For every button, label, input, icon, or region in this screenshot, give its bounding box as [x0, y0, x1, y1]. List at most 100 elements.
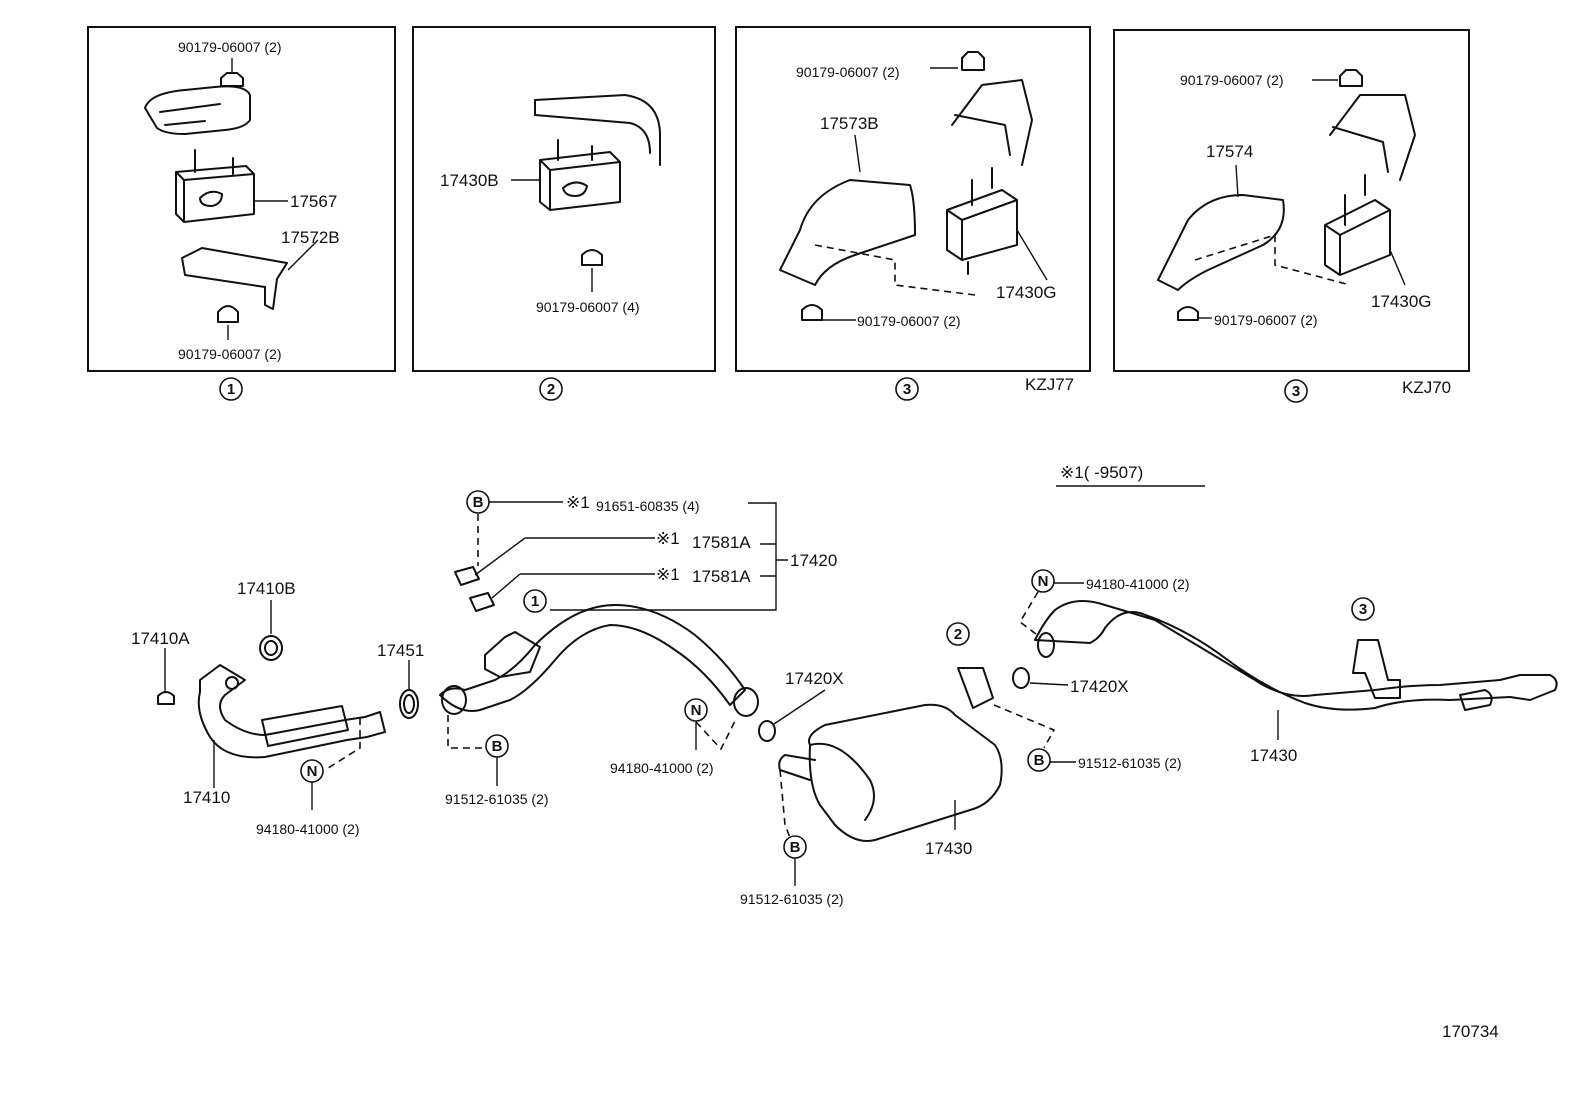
engine-mount-3b: [1324, 199, 1391, 276]
inset-2: 17430B 90179-06007 (4) 2: [412, 26, 716, 401]
label-nut-mid: 94180-41000 (2): [610, 760, 714, 776]
tail-pipe-17430: [1034, 600, 1558, 711]
frame-bracket-3a: [951, 79, 1033, 166]
inset-3a-label-4: 90179-06007 (2): [857, 313, 961, 329]
lower-bracket: [181, 247, 288, 310]
inset-1-frame: [87, 26, 396, 372]
label-gasket1: 17420X: [785, 669, 844, 688]
nut-marker-mid: [684, 698, 708, 722]
label-bolt-top: 91651-60835 (4): [596, 498, 700, 514]
inset-1-index-circle: [219, 377, 243, 401]
engine-mount-3a: [946, 189, 1018, 261]
label-gasket2: 17420X: [1070, 677, 1129, 696]
label-star-sensor2: ※1: [656, 565, 680, 584]
inset-1-label-1: 90179-06007 (2): [178, 39, 282, 55]
oxygen-sensor-2: [469, 592, 495, 612]
nut-marker-right-text: N: [1038, 573, 1049, 590]
bolt-marker-top-text: B: [473, 494, 484, 511]
nut-marker-mid-text: N: [691, 702, 702, 719]
label-17451: 17451: [377, 641, 424, 660]
hanger-bracket-17420: [484, 631, 541, 678]
circle-marker-3-text: 3: [1359, 601, 1367, 618]
circle-marker-2-text: 2: [954, 626, 962, 643]
bolt-icon: [1177, 306, 1199, 321]
inset-1-label-4: 90179-06007 (2): [178, 346, 282, 362]
inset-2-label-2: 90179-06007 (4): [536, 299, 640, 315]
inset-2-label-1: 17430B: [440, 171, 499, 190]
gasket-17420x-1: [758, 720, 776, 742]
nut-marker-right: [1031, 569, 1055, 593]
inset-3b-index: 3: [1292, 383, 1300, 400]
ring-17410b: [259, 635, 283, 661]
inset-3b-index-circle: [1284, 379, 1308, 403]
circle-marker-1-text: 1: [531, 593, 539, 610]
inset-2-index: 2: [547, 381, 555, 398]
label-17410a: 17410A: [131, 629, 190, 648]
inset-2-index-circle: [539, 377, 563, 401]
bolt-icon: [217, 305, 239, 323]
inset-3a-frame: [735, 26, 1091, 372]
label-bolt-bottom: 91512-61035 (2): [740, 891, 844, 907]
label-muffler: 17430: [925, 839, 972, 858]
figure-id: 170734: [1442, 1022, 1499, 1041]
bolt-marker-right-text: B: [1034, 752, 1045, 769]
inset-1: 90179-06007 (2) 17567 17572B 90179-06007…: [87, 26, 396, 401]
inset-1-index: 1: [227, 381, 235, 398]
nut-icon: [220, 72, 244, 87]
inset-3-kzj77: 90179-06007 (2) 17573B 17430G 90179-0600…: [735, 26, 1091, 401]
oxygen-sensor-1: [454, 566, 480, 586]
nut-icon: [961, 51, 985, 71]
muffler-hanger: [957, 667, 994, 709]
engine-mount: [175, 165, 255, 223]
gasket-17410a: [157, 691, 175, 705]
center-pipe-17420: [439, 604, 746, 712]
frame-bracket: [144, 85, 251, 135]
inset-3a-label-2: 17573B: [820, 114, 879, 133]
tail-pipe-hanger: [1352, 639, 1401, 699]
label-17410: 17410: [183, 788, 230, 807]
inset-3a-label-1: 90179-06007 (2): [796, 64, 900, 80]
inset-3b-label-2: 17574: [1206, 142, 1253, 161]
footnote: ※1( -9507): [1060, 463, 1143, 482]
insulator-shield-3a: [779, 179, 916, 286]
label-bolt-right: 91512-61035 (2): [1078, 755, 1182, 771]
inset-3b-label-1: 90179-06007 (2): [1180, 72, 1284, 88]
inset-1-label-3: 17572B: [281, 228, 340, 247]
nut-marker-left-text: N: [307, 763, 318, 780]
circle-marker-1: [523, 589, 547, 613]
inset-3b-label-4: 90179-06007 (2): [1214, 312, 1318, 328]
inset-2-frame: [412, 26, 716, 372]
muffler-17430: [808, 703, 1003, 842]
inset-3b-frame: [1113, 29, 1470, 372]
circle-marker-3: [1351, 597, 1375, 621]
inset-3a-model: KZJ77: [1025, 375, 1074, 394]
label-17410b: 17410B: [237, 579, 296, 598]
frame-bracket-3b: [1329, 94, 1416, 181]
bolt-icon: [801, 304, 823, 321]
label-nut-right: 94180-41000 (2): [1086, 576, 1190, 592]
exhaust-assembly: 17410A 17410B 17410 N 94180-41000 (2) 17…: [131, 490, 1558, 907]
label-nut-left: 94180-41000 (2): [256, 821, 360, 837]
circle-marker-2: [946, 622, 970, 646]
bolt-marker-mid-text: B: [492, 738, 503, 755]
gasket-17420x-2: [1012, 667, 1030, 689]
label-sensor2: 17581A: [692, 567, 751, 586]
inset-3-kzj70: 90179-06007 (2) 17574 17430G 90179-06007…: [1113, 29, 1470, 403]
inset-1-label-2: 17567: [290, 192, 337, 211]
nut-icon: [1339, 69, 1363, 87]
frame-bracket-2: [534, 94, 661, 166]
bolt-icon: [581, 249, 603, 266]
bolt-marker-bottom-text: B: [790, 839, 801, 856]
bolt-marker-right: [1027, 748, 1051, 772]
inset-3a-index: 3: [903, 381, 911, 398]
label-bolt-mid: 91512-61035 (2): [445, 791, 549, 807]
engine-mount-2: [539, 151, 621, 211]
label-sensor1: 17581A: [692, 533, 751, 552]
insulator-shield-3b: [1157, 194, 1285, 291]
inset-3b-label-3: 17430G: [1371, 292, 1432, 311]
label-star-bolt: ※1: [566, 493, 590, 512]
label-star-sensor1: ※1: [656, 529, 680, 548]
inset-3a-index-circle: [895, 377, 919, 401]
inset-3a-label-3: 17430G: [996, 283, 1057, 302]
